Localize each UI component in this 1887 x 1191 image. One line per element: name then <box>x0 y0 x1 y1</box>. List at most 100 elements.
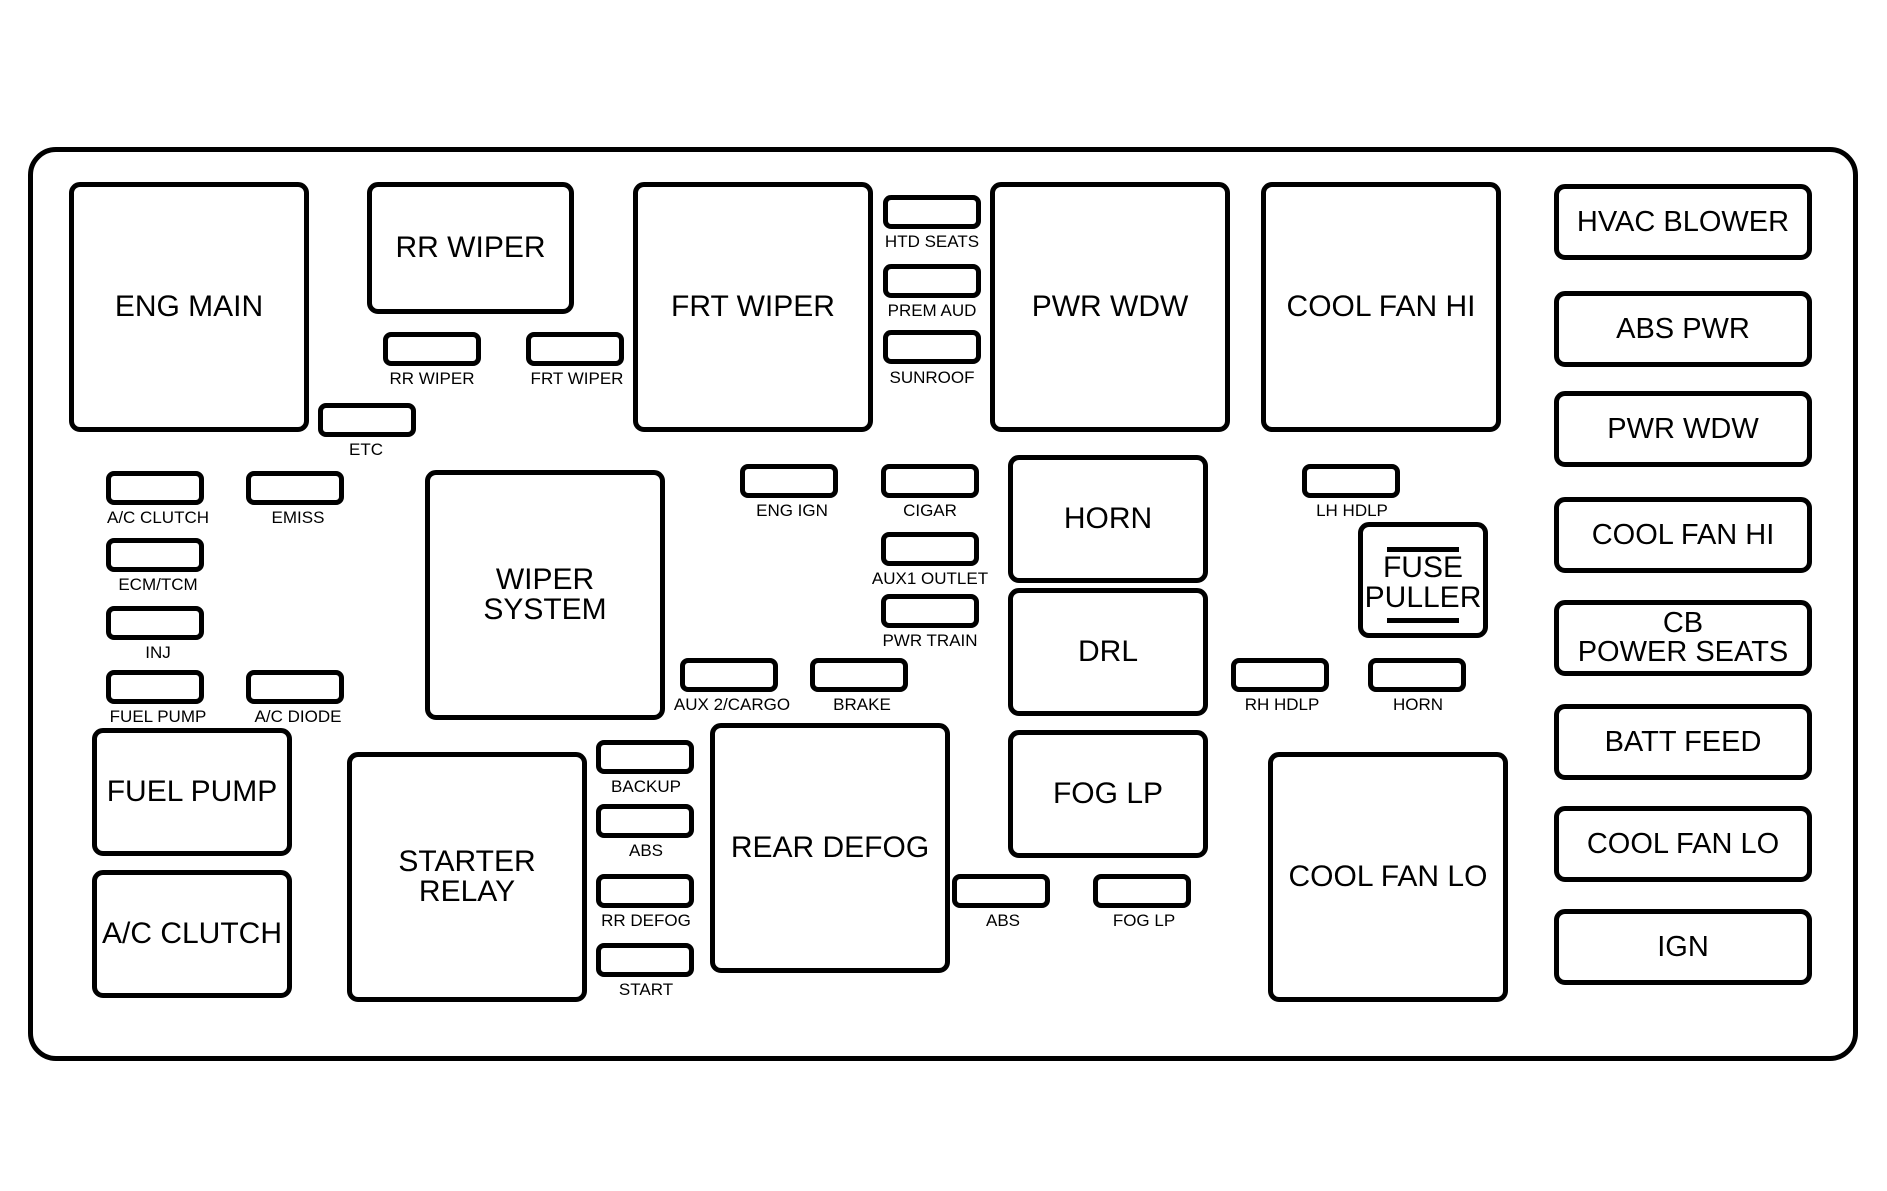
fuse-prem-aud <box>883 264 981 298</box>
fuse-htd-seats <box>883 195 981 229</box>
fuse-puller-top-bar <box>1387 547 1459 552</box>
fuse-frt-wiper-label: FRT WIPER <box>530 369 624 388</box>
relay-rr-wiper-label: RR WIPER <box>395 231 546 264</box>
relay-cool-fan-lo: COOL FAN LO <box>1268 752 1508 1002</box>
breaker-cb-power-seats-label-line1: CB <box>1662 607 1704 639</box>
fuse-puller-bottom-bar <box>1387 618 1459 623</box>
fuse-rh-hdlp <box>1231 658 1329 692</box>
relay-fog-lp: FOG LP <box>1008 730 1208 858</box>
relay-pwr-wdw-right-label: PWR WDW <box>1607 412 1759 445</box>
fuse-fuel-pump-label: FUEL PUMP <box>109 707 207 726</box>
fuse-sunroof <box>883 330 981 364</box>
relay-rear-defog-label: REAR DEFOG <box>730 831 930 864</box>
fuse-rh-hdlp-label: RH HDLP <box>1244 695 1320 714</box>
relay-pwr-wdw: PWR WDW <box>990 182 1230 432</box>
fuse-ecm-tcm <box>106 538 204 572</box>
fuse-puller: FUSE PULLER <box>1358 522 1488 638</box>
fuse-ac-clutch-label: A/C CLUTCH <box>106 508 210 527</box>
relay-abs-pwr: ABS PWR <box>1554 291 1812 367</box>
fuse-pwr-train <box>881 594 979 628</box>
fuse-ac-diode-label: A/C DIODE <box>254 707 342 726</box>
fuse-abs-left-label: ABS <box>628 841 664 860</box>
relay-cool-fan-hi-right: COOL FAN HI <box>1554 497 1812 573</box>
relay-cool-fan-hi-right-label: COOL FAN HI <box>1591 518 1775 551</box>
fuse-fog-lp-label: FOG LP <box>1112 911 1176 930</box>
relay-ign: IGN <box>1554 909 1812 985</box>
fuse-prem-aud-label: PREM AUD <box>887 301 977 320</box>
fuse-inj-label: INJ <box>145 643 171 662</box>
fuse-cigar-label: CIGAR <box>903 501 957 520</box>
fuse-etc-label: ETC <box>349 440 383 459</box>
relay-ac-clutch: A/C CLUTCH <box>92 870 292 998</box>
breaker-cb-power-seats-label-line2: POWER SEATS <box>1577 636 1789 668</box>
fuse-eng-ign <box>740 464 838 498</box>
fuse-fog-lp <box>1093 874 1191 908</box>
fuse-abs-right-label: ABS <box>985 911 1021 930</box>
relay-starter-label-line1: STARTER <box>398 845 536 878</box>
relay-fuel-pump: FUEL PUMP <box>92 728 292 856</box>
relay-hvac-blower: HVAC BLOWER <box>1554 184 1812 260</box>
relay-frt-wiper: FRT WIPER <box>633 182 873 432</box>
fuse-lh-hdlp <box>1302 464 1400 498</box>
relay-batt-feed: BATT FEED <box>1554 704 1812 780</box>
fuse-start <box>596 943 694 977</box>
relay-rr-wiper: RR WIPER <box>367 182 574 314</box>
relay-ac-clutch-label: A/C CLUTCH <box>101 917 282 950</box>
fuse-ac-diode <box>246 670 344 704</box>
fuse-sunroof-label: SUNROOF <box>889 368 975 387</box>
fuse-backup-label: BACKUP <box>611 777 681 796</box>
relay-fuel-pump-label: FUEL PUMP <box>106 775 278 808</box>
relay-cool-fan-lo-right: COOL FAN LO <box>1554 806 1812 882</box>
fuse-brake-label: BRAKE <box>833 695 891 714</box>
fuse-rr-wiper <box>383 332 481 366</box>
fuse-puller-label-line2: PULLER <box>1364 581 1482 614</box>
relay-hvac-blower-label: HVAC BLOWER <box>1576 205 1790 238</box>
fuse-emiss-label: EMISS <box>271 508 325 527</box>
fuse-brake <box>810 658 908 692</box>
relay-fog-lp-label: FOG LP <box>1052 777 1164 810</box>
relay-abs-pwr-label: ABS PWR <box>1616 312 1750 345</box>
breaker-cb-power-seats: CB POWER SEATS <box>1554 600 1812 676</box>
relay-horn-label: HORN <box>1063 502 1153 535</box>
relay-drl: DRL <box>1008 588 1208 716</box>
fuse-horn <box>1368 658 1466 692</box>
fuse-emiss <box>246 471 344 505</box>
fuse-abs-right <box>952 874 1050 908</box>
relay-starter: STARTER RELAY <box>347 752 587 1002</box>
fuse-rr-defog-label: RR DEFOG <box>601 911 691 930</box>
fuse-frt-wiper <box>526 332 624 366</box>
relay-eng-main: ENG MAIN <box>69 182 309 432</box>
relay-eng-main-label: ENG MAIN <box>114 290 264 323</box>
relay-batt-feed-label: BATT FEED <box>1604 725 1762 758</box>
fuse-cigar <box>881 464 979 498</box>
relay-cool-fan-hi: COOL FAN HI <box>1261 182 1501 432</box>
fuse-aux1-outlet <box>881 532 979 566</box>
fuse-backup <box>596 740 694 774</box>
fuse-rr-wiper-label: RR WIPER <box>389 369 475 388</box>
relay-rear-defog: REAR DEFOG <box>710 723 950 973</box>
relay-pwr-wdw-label: PWR WDW <box>1031 290 1189 323</box>
relay-ign-label: IGN <box>1657 930 1709 963</box>
fuse-rr-defog <box>596 874 694 908</box>
relay-cool-fan-lo-right-label: COOL FAN LO <box>1586 827 1780 860</box>
fuse-horn-label: HORN <box>1392 695 1444 714</box>
relay-wiper-system: WIPER SYSTEM <box>425 470 665 720</box>
fuse-etc <box>318 403 416 437</box>
fuse-abs-left <box>596 804 694 838</box>
fuse-pwr-train-label: PWR TRAIN <box>882 631 978 650</box>
fuse-ac-clutch <box>106 471 204 505</box>
relay-cool-fan-lo-label: COOL FAN LO <box>1288 860 1488 893</box>
relay-cool-fan-hi-label: COOL FAN HI <box>1286 290 1476 323</box>
relay-horn: HORN <box>1008 455 1208 583</box>
relay-starter-label-line2: RELAY <box>418 875 516 908</box>
fuse-puller-label-line1: FUSE <box>1382 551 1463 584</box>
fuse-aux2-cargo-label: AUX 2/CARGO <box>673 695 791 714</box>
fuse-lh-hdlp-label: LH HDLP <box>1316 501 1388 520</box>
relay-pwr-wdw-right: PWR WDW <box>1554 391 1812 467</box>
fuse-start-label: START <box>618 980 674 999</box>
fuse-aux2-cargo <box>680 658 778 692</box>
fuse-fuel-pump <box>106 670 204 704</box>
fuse-ecm-tcm-label: ECM/TCM <box>118 575 198 594</box>
fuse-eng-ign-label: ENG IGN <box>756 501 828 520</box>
